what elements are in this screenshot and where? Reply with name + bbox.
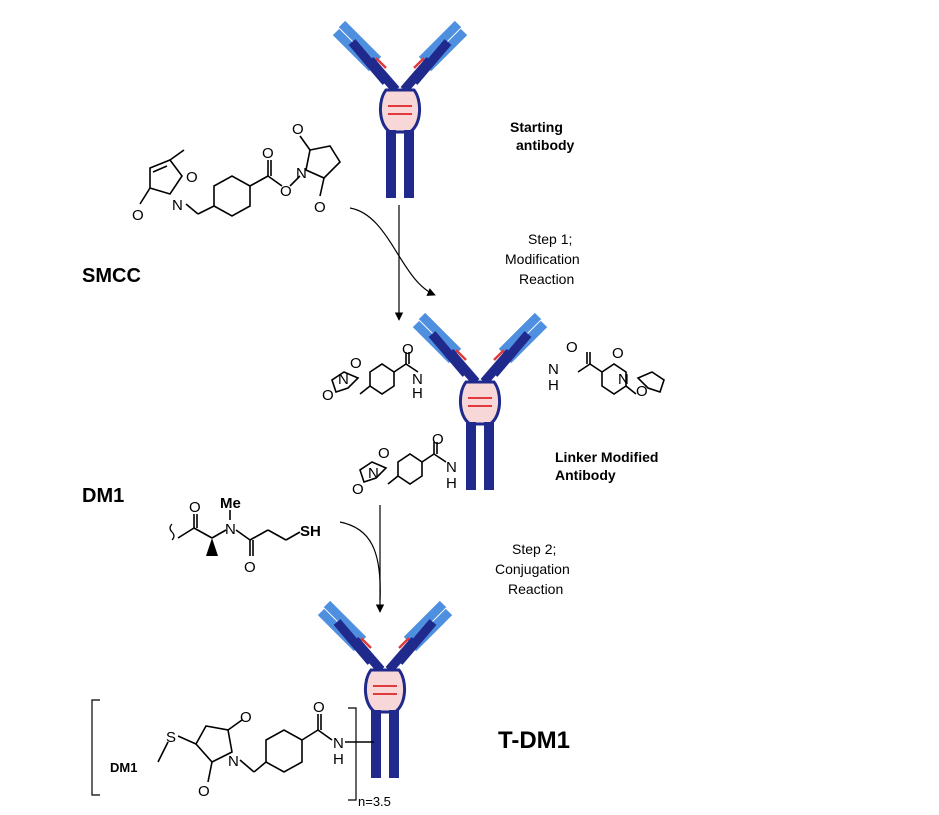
step2-label-2: Conjugation	[495, 561, 570, 577]
linker-right-h: H	[548, 377, 559, 394]
smcc-atom-n1: N	[172, 197, 183, 214]
smcc-structure	[139, 135, 342, 217]
starting-antibody-label-1: Starting	[510, 119, 563, 135]
smcc-atom-n2: N	[296, 165, 307, 182]
linker-right-o3: O	[636, 383, 648, 400]
linker-right-n2: N	[618, 371, 629, 388]
tdm1-label: T-DM1	[498, 727, 570, 754]
linker-lower-h: H	[446, 475, 457, 492]
tdm1-n-value: n=3.5	[358, 794, 391, 809]
smcc-atom-o1: O	[186, 169, 198, 186]
dm1-atom-n: N	[225, 521, 236, 538]
linker-lower-o3: O	[352, 481, 364, 498]
tdm1-atom-o3: O	[313, 699, 325, 716]
tdm1-dm1-small: DM1	[110, 760, 137, 775]
dm1-atom-o1: O	[189, 499, 201, 516]
step1-label-2: Modification	[505, 251, 580, 267]
step2-label-3: Reaction	[508, 581, 563, 597]
linker-lower-n2: N	[368, 465, 379, 482]
linker-modified-antibody	[416, 316, 544, 490]
tdm1-atom-nh-n: N	[333, 735, 344, 752]
dm1-atom-sh: SH	[300, 523, 321, 540]
smcc-atom-o3: O	[262, 145, 274, 162]
linker-right-n: N	[548, 361, 559, 378]
step1-label-1: Step 1;	[528, 231, 572, 247]
smcc-atom-o2: O	[132, 207, 144, 224]
tdm1-atom-n: N	[228, 753, 239, 770]
smcc-atom-o4: O	[280, 183, 292, 200]
tdm1-conjugate-structure	[91, 699, 374, 801]
step1-arrows	[349, 205, 436, 321]
linker-left-n: N	[412, 371, 423, 388]
linker-lower-o2: O	[378, 445, 390, 462]
dm1-atom-o2: O	[244, 559, 256, 576]
tdm1-atom-o1: O	[240, 709, 252, 726]
linker-left-h: H	[412, 385, 423, 402]
linker-left-o2: O	[350, 355, 362, 372]
dm1-atom-me: Me	[220, 495, 241, 512]
linker-left-o3: O	[322, 387, 334, 404]
smcc-atom-o5: O	[292, 121, 304, 138]
linker-lower-n: N	[446, 459, 457, 476]
step1-label-3: Reaction	[519, 271, 574, 287]
smcc-label: SMCC	[82, 265, 141, 287]
dm1-structure	[169, 510, 301, 556]
linker-modified-label-2: Antibody	[555, 467, 616, 483]
tdm1-atom-nh-h: H	[333, 751, 344, 768]
linker-modified-label-1: Linker Modified	[555, 449, 658, 465]
linker-right-o1: O	[566, 339, 578, 356]
linker-left-n2: N	[338, 371, 349, 388]
dm1-label: DM1	[82, 485, 124, 507]
starting-antibody	[336, 24, 464, 198]
linker-left-o1: O	[402, 341, 414, 358]
starting-antibody-label-2: antibody	[516, 137, 575, 153]
step2-label-1: Step 2;	[512, 541, 556, 557]
smcc-atom-o6: O	[314, 199, 326, 216]
tdm1-atom-s: S	[166, 729, 176, 746]
tdm1-atom-o2: O	[198, 783, 210, 800]
linker-lower-o1: O	[432, 431, 444, 448]
step2-arrows	[339, 505, 385, 613]
linker-right-o2: O	[612, 345, 624, 362]
